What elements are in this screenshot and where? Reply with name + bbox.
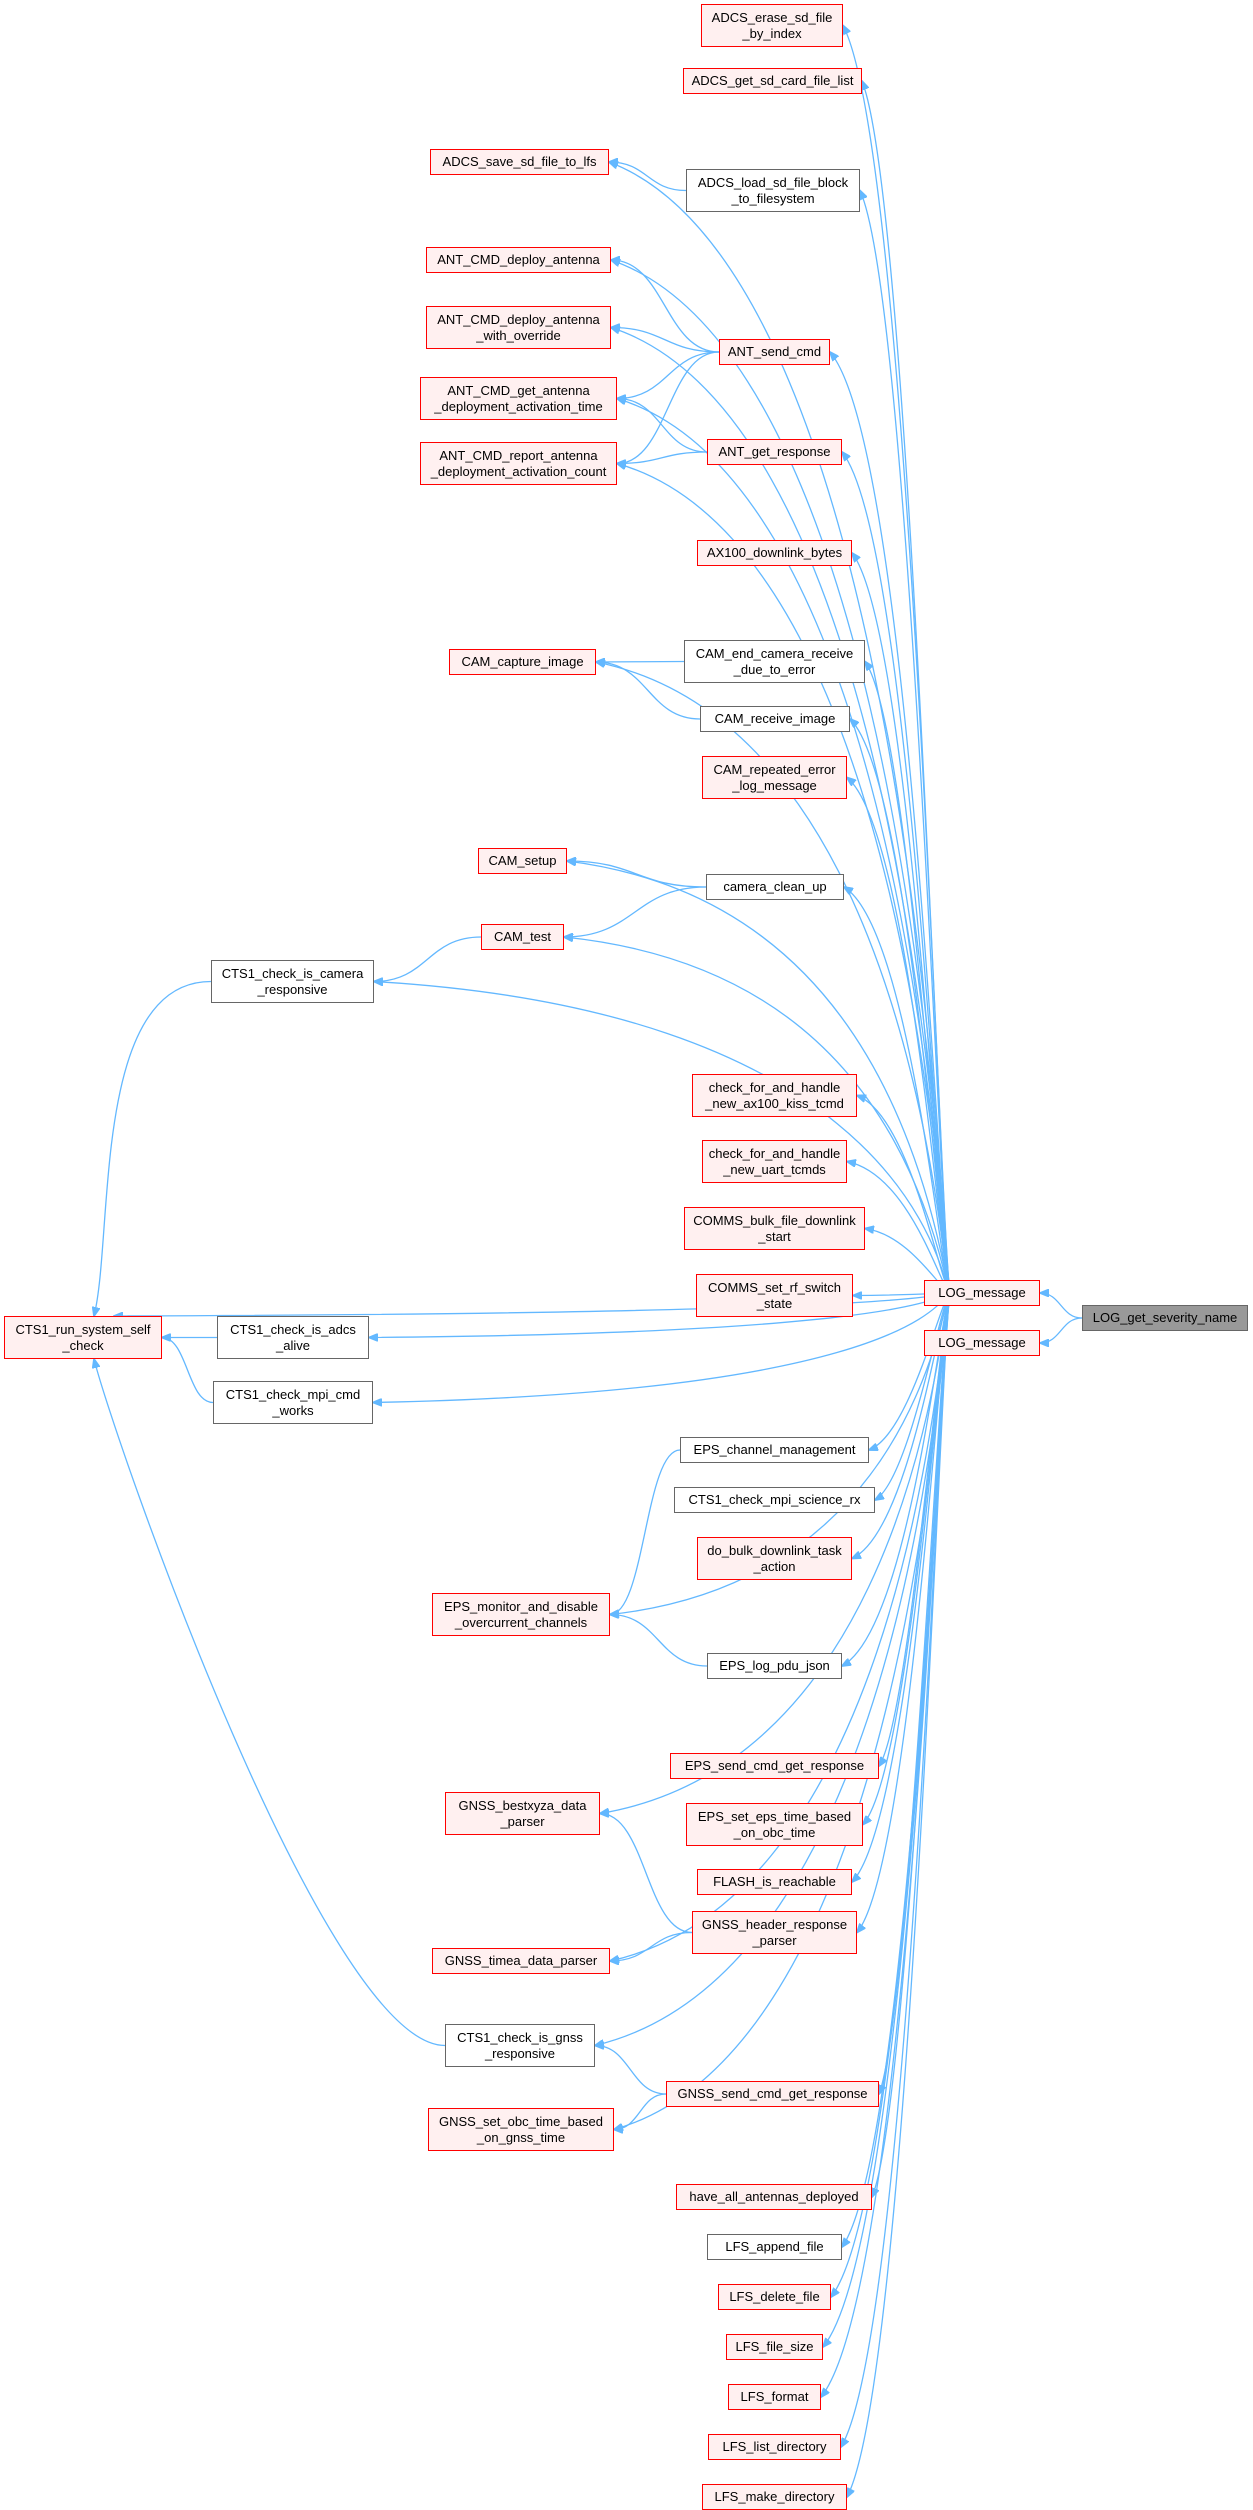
edge-ant-send-to-ant-deploy-ovr [611,328,720,353]
edge-gnss-header-to-gnss-bestxyza [600,1814,693,1934]
node-save-sd[interactable]: ADCS_save_sd_file_to_lfs [430,149,609,175]
edge-log-message-1-to-lfs-mkdir [847,1292,951,2497]
edge-log-message-1-to-camera-cleanup [844,887,951,1294]
edge-camera-cleanup-to-cam-test [564,886,707,937]
node-lfs-list[interactable]: LFS_list_directory [708,2434,841,2460]
edge-log-message-1-to-cam-setup [567,861,951,1294]
edge-ant-get-resp-to-ant-get-time [617,399,708,453]
node-cam-test[interactable]: CAM_test [481,924,564,950]
node-eps-log-pdu[interactable]: EPS_log_pdu_json [707,1653,842,1679]
edge-ant-get-resp-to-ant-report [617,451,708,464]
node-ant-report[interactable]: ANT_CMD_report_antenna _deployment_activ… [420,442,617,485]
node-comms-bulk[interactable]: COMMS_bulk_file_downlink _start [684,1207,865,1250]
node-get-sd-list[interactable]: ADCS_get_sd_card_file_list [683,68,862,94]
edge-gnss-send-to-cts1-gnss [595,2046,667,2095]
edge-load-sd-to-save-sd [609,162,687,192]
node-cam-repeated[interactable]: CAM_repeated_error _log_message [702,756,847,799]
node-gnss-send[interactable]: GNSS_send_cmd_get_response [666,2081,879,2107]
edge-cts1-gnss-to-cts1-run [94,1359,446,2047]
edge-log-severity-to-log-message-2 [1040,1317,1083,1343]
node-flash-reach[interactable]: FLASH_is_reachable [697,1869,852,1895]
node-eps-monitor[interactable]: EPS_monitor_and_disable _overcurrent_cha… [432,1593,610,1636]
edge-cts1-mpi-to-cts1-run [162,1338,214,1404]
node-eps-channel[interactable]: EPS_channel_management [680,1437,869,1463]
edge-log-message-1-to-load-sd [860,191,951,1294]
node-cam-end[interactable]: CAM_end_camera_receive _due_to_error [684,640,865,683]
node-gnss-set-obc[interactable]: GNSS_set_obc_time_based _on_gnss_time [428,2108,614,2151]
edge-eps-channel-to-eps-monitor [610,1449,681,1615]
edge-cam-end-to-cam-capture [596,662,685,663]
node-load-sd[interactable]: ADCS_load_sd_file_block _to_filesystem [686,169,860,212]
node-erase-sd[interactable]: ADCS_erase_sd_file _by_index [701,4,843,47]
node-ant-get-time[interactable]: ANT_CMD_get_antenna _deployment_activati… [420,377,617,420]
edge-log-message-1-to-eps-set-time [863,1292,951,1825]
node-cts1-adcs[interactable]: CTS1_check_is_adcs _alive [217,1316,369,1359]
edge-log-message-1-to-gnss-timea [610,1292,951,1961]
node-eps-set-time[interactable]: EPS_set_eps_time_based _on_obc_time [686,1803,863,1846]
node-cts1-mpi-sci[interactable]: CTS1_check_mpi_science_rx [674,1487,875,1513]
edge-log-message-1-to-cts1-adcs [369,1292,951,1338]
node-cam-capture[interactable]: CAM_capture_image [449,649,596,675]
edge-gnss-send-to-gnss-set-obc [614,2093,667,2130]
edge-ant-send-to-ant-deploy [611,260,720,353]
node-gnss-timea[interactable]: GNSS_timea_data_parser [432,1948,610,1974]
node-do-bulk[interactable]: do_bulk_downlink_task _action [697,1537,852,1580]
node-ant-send[interactable]: ANT_send_cmd [719,339,830,365]
edge-gnss-header-to-gnss-timea [610,1931,693,1962]
edge-log-message-1-to-flash-reach [852,1292,951,1882]
node-cts1-gnss[interactable]: CTS1_check_is_gnss _responsive [445,2024,595,2067]
node-lfs-size[interactable]: LFS_file_size [726,2334,823,2360]
node-have-all-ant[interactable]: have_all_antennas_deployed [676,2184,872,2210]
node-cts1-camera[interactable]: CTS1_check_is_camera _responsive [211,960,374,1003]
edge-log-message-1-to-cam-repeated [847,778,951,1294]
edge-cts1-camera-to-cts1-run [94,980,212,1317]
edge-ant-send-to-ant-get-time [617,351,720,399]
node-ant-get-resp[interactable]: ANT_get_response [707,439,842,465]
node-lfs-mkdir[interactable]: LFS_make_directory [702,2484,847,2510]
edge-cam-receive-to-cam-capture [596,662,701,720]
node-comms-rf[interactable]: COMMS_set_rf_switch _state [696,1274,853,1317]
node-lfs-format[interactable]: LFS_format [728,2384,821,2410]
node-lfs-append[interactable]: LFS_append_file [707,2234,842,2260]
edge-log-message-1-to-cts1-camera [374,982,951,1294]
edge-log-severity-to-log-message-1 [1040,1293,1083,1319]
edge-log-message-1-to-lfs-list [841,1292,951,2447]
node-cts1-mpi[interactable]: CTS1_check_mpi_cmd _works [213,1381,373,1424]
node-cam-setup[interactable]: CAM_setup [478,848,567,874]
node-log-message-1[interactable]: LOG_message [924,1280,1040,1306]
node-lfs-delete[interactable]: LFS_delete_file [718,2284,831,2310]
node-gnss-header[interactable]: GNSS_header_response _parser [692,1911,857,1954]
edge-cam-test-to-cts1-camera [374,936,482,982]
edge-log-message-1-to-eps-monitor [610,1292,951,1615]
node-ant-deploy[interactable]: ANT_CMD_deploy_antenna [426,247,611,273]
edge-log-message-1-to-eps-log-pdu [842,1292,951,1666]
node-ant-deploy-ovr[interactable]: ANT_CMD_deploy_antenna _with_override [426,306,611,349]
node-gnss-bestxyza[interactable]: GNSS_bestxyza_data _parser [445,1792,600,1835]
node-check-ax100[interactable]: check_for_and_handle _new_ax100_kiss_tcm… [692,1074,857,1117]
node-ax100[interactable]: AX100_downlink_bytes [697,540,852,566]
node-eps-send[interactable]: EPS_send_cmd_get_response [670,1753,879,1779]
node-camera-cleanup[interactable]: camera_clean_up [706,874,844,900]
node-log-severity[interactable]: LOG_get_severity_name [1082,1305,1248,1331]
node-log-message-2[interactable]: LOG_message [924,1330,1040,1356]
edge-eps-log-pdu-to-eps-monitor [610,1615,708,1667]
edge-log-message-1-to-eps-channel [869,1292,951,1450]
node-check-uart[interactable]: check_for_and_handle _new_uart_tcmds [702,1140,847,1183]
edge-camera-cleanup-to-cam-setup [567,861,707,888]
node-cts1-run[interactable]: CTS1_run_system_self _check [4,1316,162,1359]
edge-ant-send-to-ant-report [617,351,720,464]
node-cam-receive[interactable]: CAM_receive_image [700,706,850,732]
